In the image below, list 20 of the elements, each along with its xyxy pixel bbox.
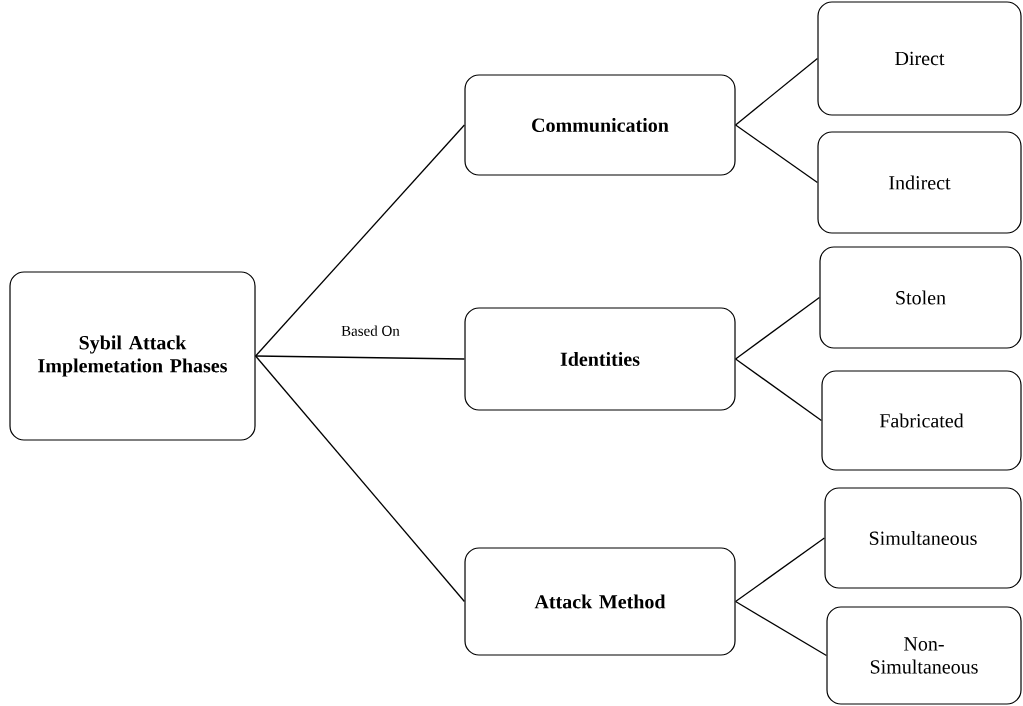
connector-line	[734, 358, 823, 422]
connector-line	[734, 296, 821, 360]
category-box: Sybil Attack Implemetation Phases	[9, 271, 256, 441]
connector-line	[734, 537, 826, 603]
leaf-box: Simultaneous	[824, 487, 1022, 589]
connector-line	[734, 600, 828, 657]
leaf-box: Fabricated	[821, 370, 1022, 471]
leaf-box: Direct	[817, 1, 1022, 116]
leaf-box: Stolen	[819, 246, 1022, 349]
edge-label: Based On	[339, 323, 402, 338]
connector-line	[254, 355, 466, 603]
leaf-box: Non-Simultaneous	[826, 606, 1022, 705]
category-box: Identities	[464, 307, 736, 411]
connector-line	[734, 57, 819, 126]
connector-line	[254, 355, 466, 360]
connector-line	[734, 124, 819, 184]
category-box: Attack Method	[464, 547, 736, 656]
category-box: Communication	[464, 74, 736, 176]
leaf-box: Indirect	[817, 131, 1022, 234]
connector-line	[254, 124, 466, 357]
